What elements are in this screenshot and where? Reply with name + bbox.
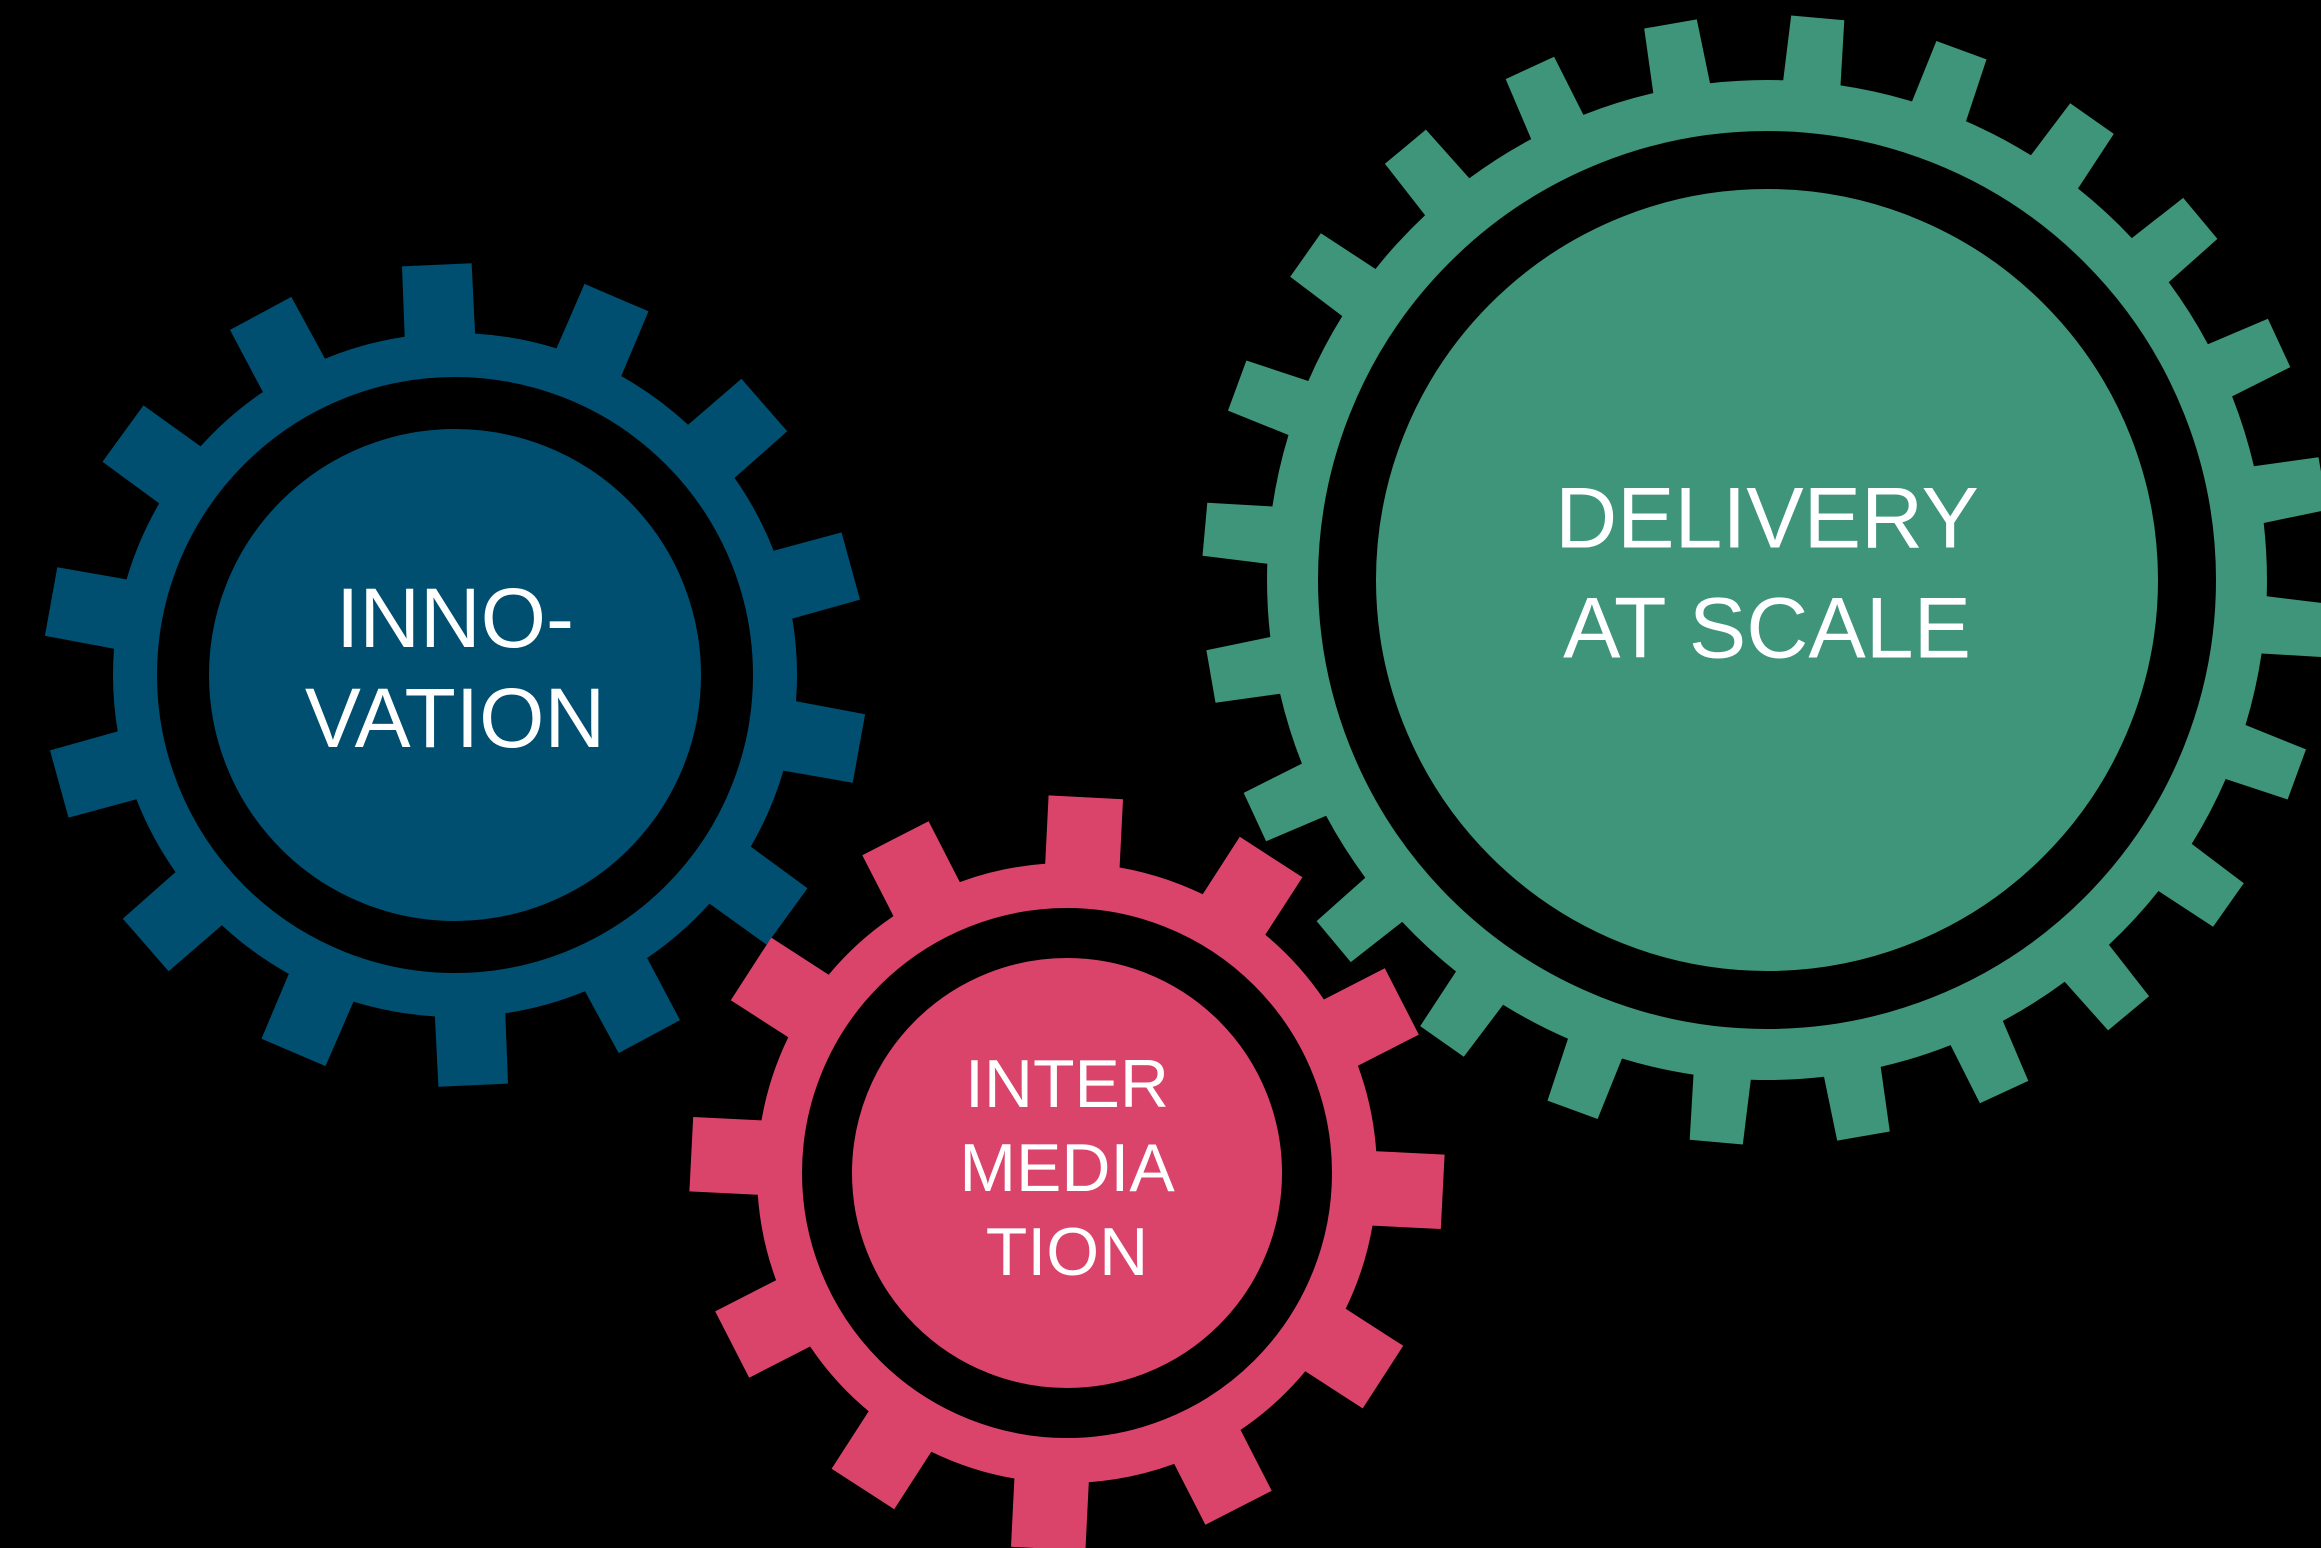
intermediation-label-line-3: TION	[986, 1214, 1148, 1290]
innovation-label-line-1: INNO-	[336, 571, 574, 665]
innovation-gear: INNO- VATION	[44, 263, 866, 1087]
innovation-label-line-2: VATION	[305, 671, 605, 765]
intermediation-label-line-2: MEDIA	[959, 1130, 1175, 1206]
innovation-gear-ring	[157, 377, 753, 973]
delivery-gear: DELIVERY AT SCALE	[1202, 15, 2321, 1145]
delivery-gear-ring	[1318, 131, 2216, 1029]
delivery-label-line-2: AT SCALE	[1563, 581, 1971, 677]
delivery-gear-hub	[1401, 214, 2133, 946]
intermediation-label-line-1: INTER	[965, 1046, 1169, 1122]
intermediation-gear-hub	[877, 983, 1257, 1363]
delivery-label-line-1: DELIVERY	[1555, 471, 1979, 567]
intermediation-gear-ring	[802, 908, 1332, 1438]
innovation-gear-hub	[235, 455, 675, 895]
intermediation-gear: INTER MEDIA TION	[689, 795, 1445, 1548]
